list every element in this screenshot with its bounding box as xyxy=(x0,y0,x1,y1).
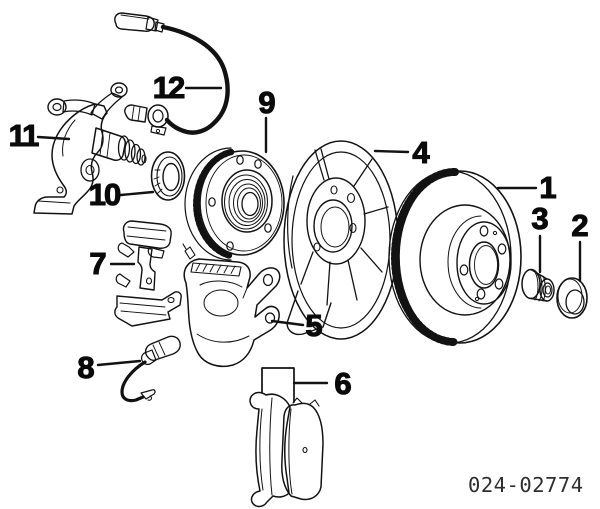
callout-caliper-carrier: 7 xyxy=(89,245,107,281)
part-steering-knuckle xyxy=(34,83,146,214)
part-splash-shield xyxy=(284,141,398,339)
part-wear-sensor xyxy=(122,336,180,400)
part-shaft-seal xyxy=(152,152,185,200)
part-brake-disc xyxy=(389,171,521,343)
part-abs-sensor xyxy=(115,13,228,135)
callout-shaft-seal: 10 xyxy=(88,176,122,212)
part-wheel-hub xyxy=(185,148,284,260)
callout-wear-sensor: 8 xyxy=(77,349,95,385)
callout-abs-sensor: 12 xyxy=(152,69,186,105)
part-brake-caliper xyxy=(183,244,280,366)
part-dust-cap xyxy=(557,278,587,318)
callout-brake-pads: 6 xyxy=(334,365,352,401)
part-caliper-carrier xyxy=(115,221,181,326)
part-collar-nut xyxy=(522,270,554,302)
callout-splash-shield: 4 xyxy=(412,134,430,170)
callout-brake-caliper: 5 xyxy=(305,307,323,343)
callout-steering-knuckle: 11 xyxy=(8,117,40,153)
callout-leader-lines xyxy=(38,88,580,402)
callout-wheel-hub: 9 xyxy=(258,84,276,120)
part-brake-pads xyxy=(250,393,323,507)
callout-dust-cap: 2 xyxy=(571,207,589,243)
callout-brake-disc: 1 xyxy=(539,169,557,205)
callout-collar-nut: 3 xyxy=(531,200,549,236)
diagram-code: 024-02774 xyxy=(468,473,584,497)
